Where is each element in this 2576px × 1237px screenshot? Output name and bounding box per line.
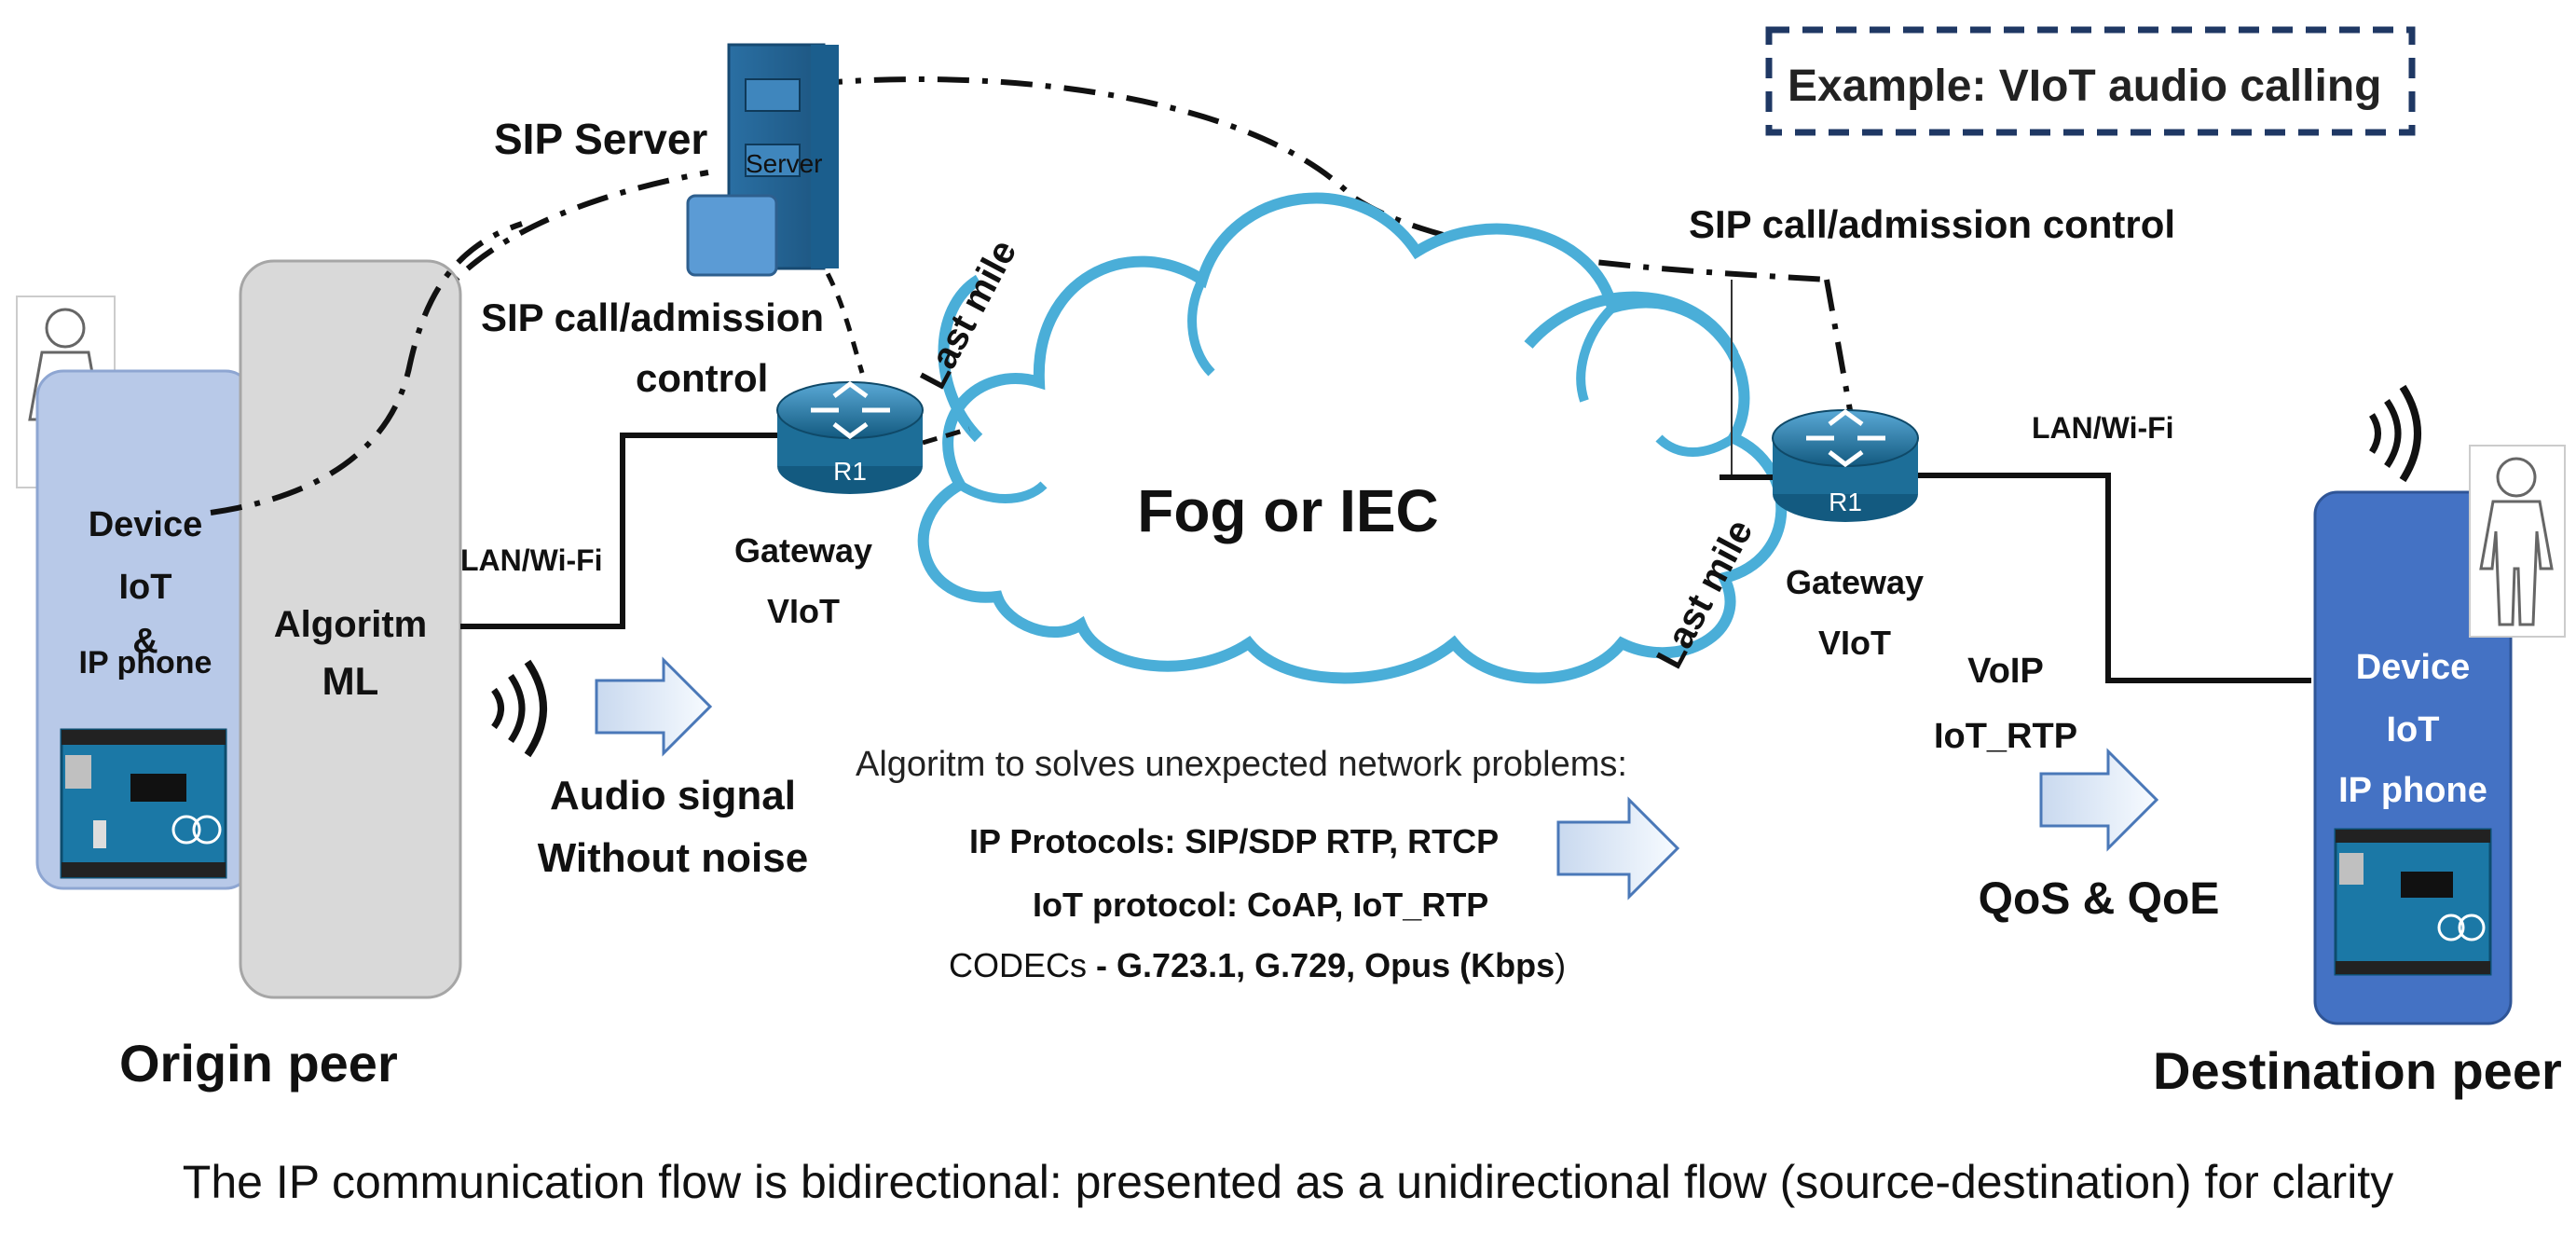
example-label: Example: VIoT audio calling [1788, 62, 2381, 111]
lan-right-link [1918, 473, 2311, 683]
left-sip-control-line2: control [636, 356, 768, 400]
left-sip-control-line1: SIP call/admission [481, 296, 824, 339]
sound-waves-left-icon [491, 659, 547, 758]
example-box: Example: VIoT audio calling [1765, 26, 2416, 136]
ip-protocols: IP Protocols: SIP/SDP RTP, RTCP [969, 822, 1499, 860]
dest-device-line3: IP phone [2338, 771, 2487, 810]
lan-left-link [460, 433, 781, 629]
fog-iec-cloud: Fog or IEC [917, 192, 1788, 684]
gateway-right-line2: VIoT [1818, 624, 1891, 662]
gateway-left-router[interactable]: R1 [776, 380, 924, 494]
audio-arrow [595, 656, 713, 757]
origin-device-line1: Device [89, 505, 203, 544]
destination-device-panel: Device IoT IP phone [2313, 490, 2513, 1025]
gateway-left-line1: Gateway [734, 531, 872, 570]
origin-arduino-board [60, 728, 227, 879]
last-mile-left-link [922, 426, 970, 446]
router-right-label: R1 [1829, 488, 1862, 516]
cloud-label: Fog or IEC [1137, 477, 1439, 544]
dest-arduino-board [2334, 828, 2492, 976]
origin-peer-label: Origin peer [119, 1034, 398, 1093]
voip-line2: IoT_RTP [1934, 717, 2077, 756]
right-sip-control-label: SIP call/admission control [1689, 202, 2175, 246]
dest-device-line2: IoT [2387, 710, 2440, 749]
iot-protocol: IoT protocol: CoAP, IoT_RTP [1033, 886, 1488, 924]
codecs-suffix: ) [1555, 946, 1566, 984]
codecs-line: CODECs - G.723.1, G.729, Opus (Kbps) [949, 946, 1566, 984]
codecs-values: - G.723.1, G.729, Opus (Kbps [1087, 946, 1555, 984]
sound-waves-right-icon [2368, 384, 2421, 483]
origin-device-panel: Device IoT & IP phone [35, 369, 253, 890]
origin-device-line2: IoT [119, 568, 172, 607]
voip-line1: VoIP [1967, 652, 2044, 691]
footer-note: The IP communication flow is bidirection… [183, 1156, 2393, 1208]
audio-signal-line2: Without noise [538, 835, 808, 881]
algorithm-label-line1: Algoritm [274, 604, 427, 645]
algorithm-ml-block: Algoritm ML [239, 259, 462, 999]
router-left-label: R1 [833, 457, 867, 486]
lan-right-label: LAN/Wi-Fi [2032, 411, 2174, 445]
destination-person-icon [2469, 445, 2566, 638]
sip-server-title: SIP Server [494, 115, 707, 163]
sip-server-icon: Server [686, 43, 839, 277]
algorithm-label-line2: ML [322, 659, 379, 703]
lan-left-label: LAN/Wi-Fi [460, 543, 603, 577]
audio-signal-line1: Audio signal [550, 773, 796, 818]
last-mile-left-label: Last mile [912, 233, 1024, 395]
algorithm-note: Algoritm to solves unexpected network pr… [856, 745, 1627, 784]
gateway-right-router[interactable]: R1 [1772, 408, 1919, 522]
destination-peer-label: Destination peer [2153, 1041, 2562, 1100]
origin-device-line3: & [132, 622, 158, 661]
voip-arrow [2039, 748, 2159, 852]
qos-label: QoS & QoE [1979, 874, 2220, 924]
sip-to-gateway-left [800, 231, 865, 374]
origin-device-line4: IP phone [79, 645, 212, 680]
gateway-left-line2: VIoT [767, 592, 840, 630]
protocols-arrow [1556, 796, 1680, 900]
codecs-prefix: CODECs [949, 946, 1087, 984]
dest-device-line1: Device [2356, 648, 2471, 687]
gateway-right-line1: Gateway [1786, 563, 1924, 601]
server-icon-text: Server [746, 149, 822, 178]
sip-signaling-overlay [210, 221, 523, 515]
